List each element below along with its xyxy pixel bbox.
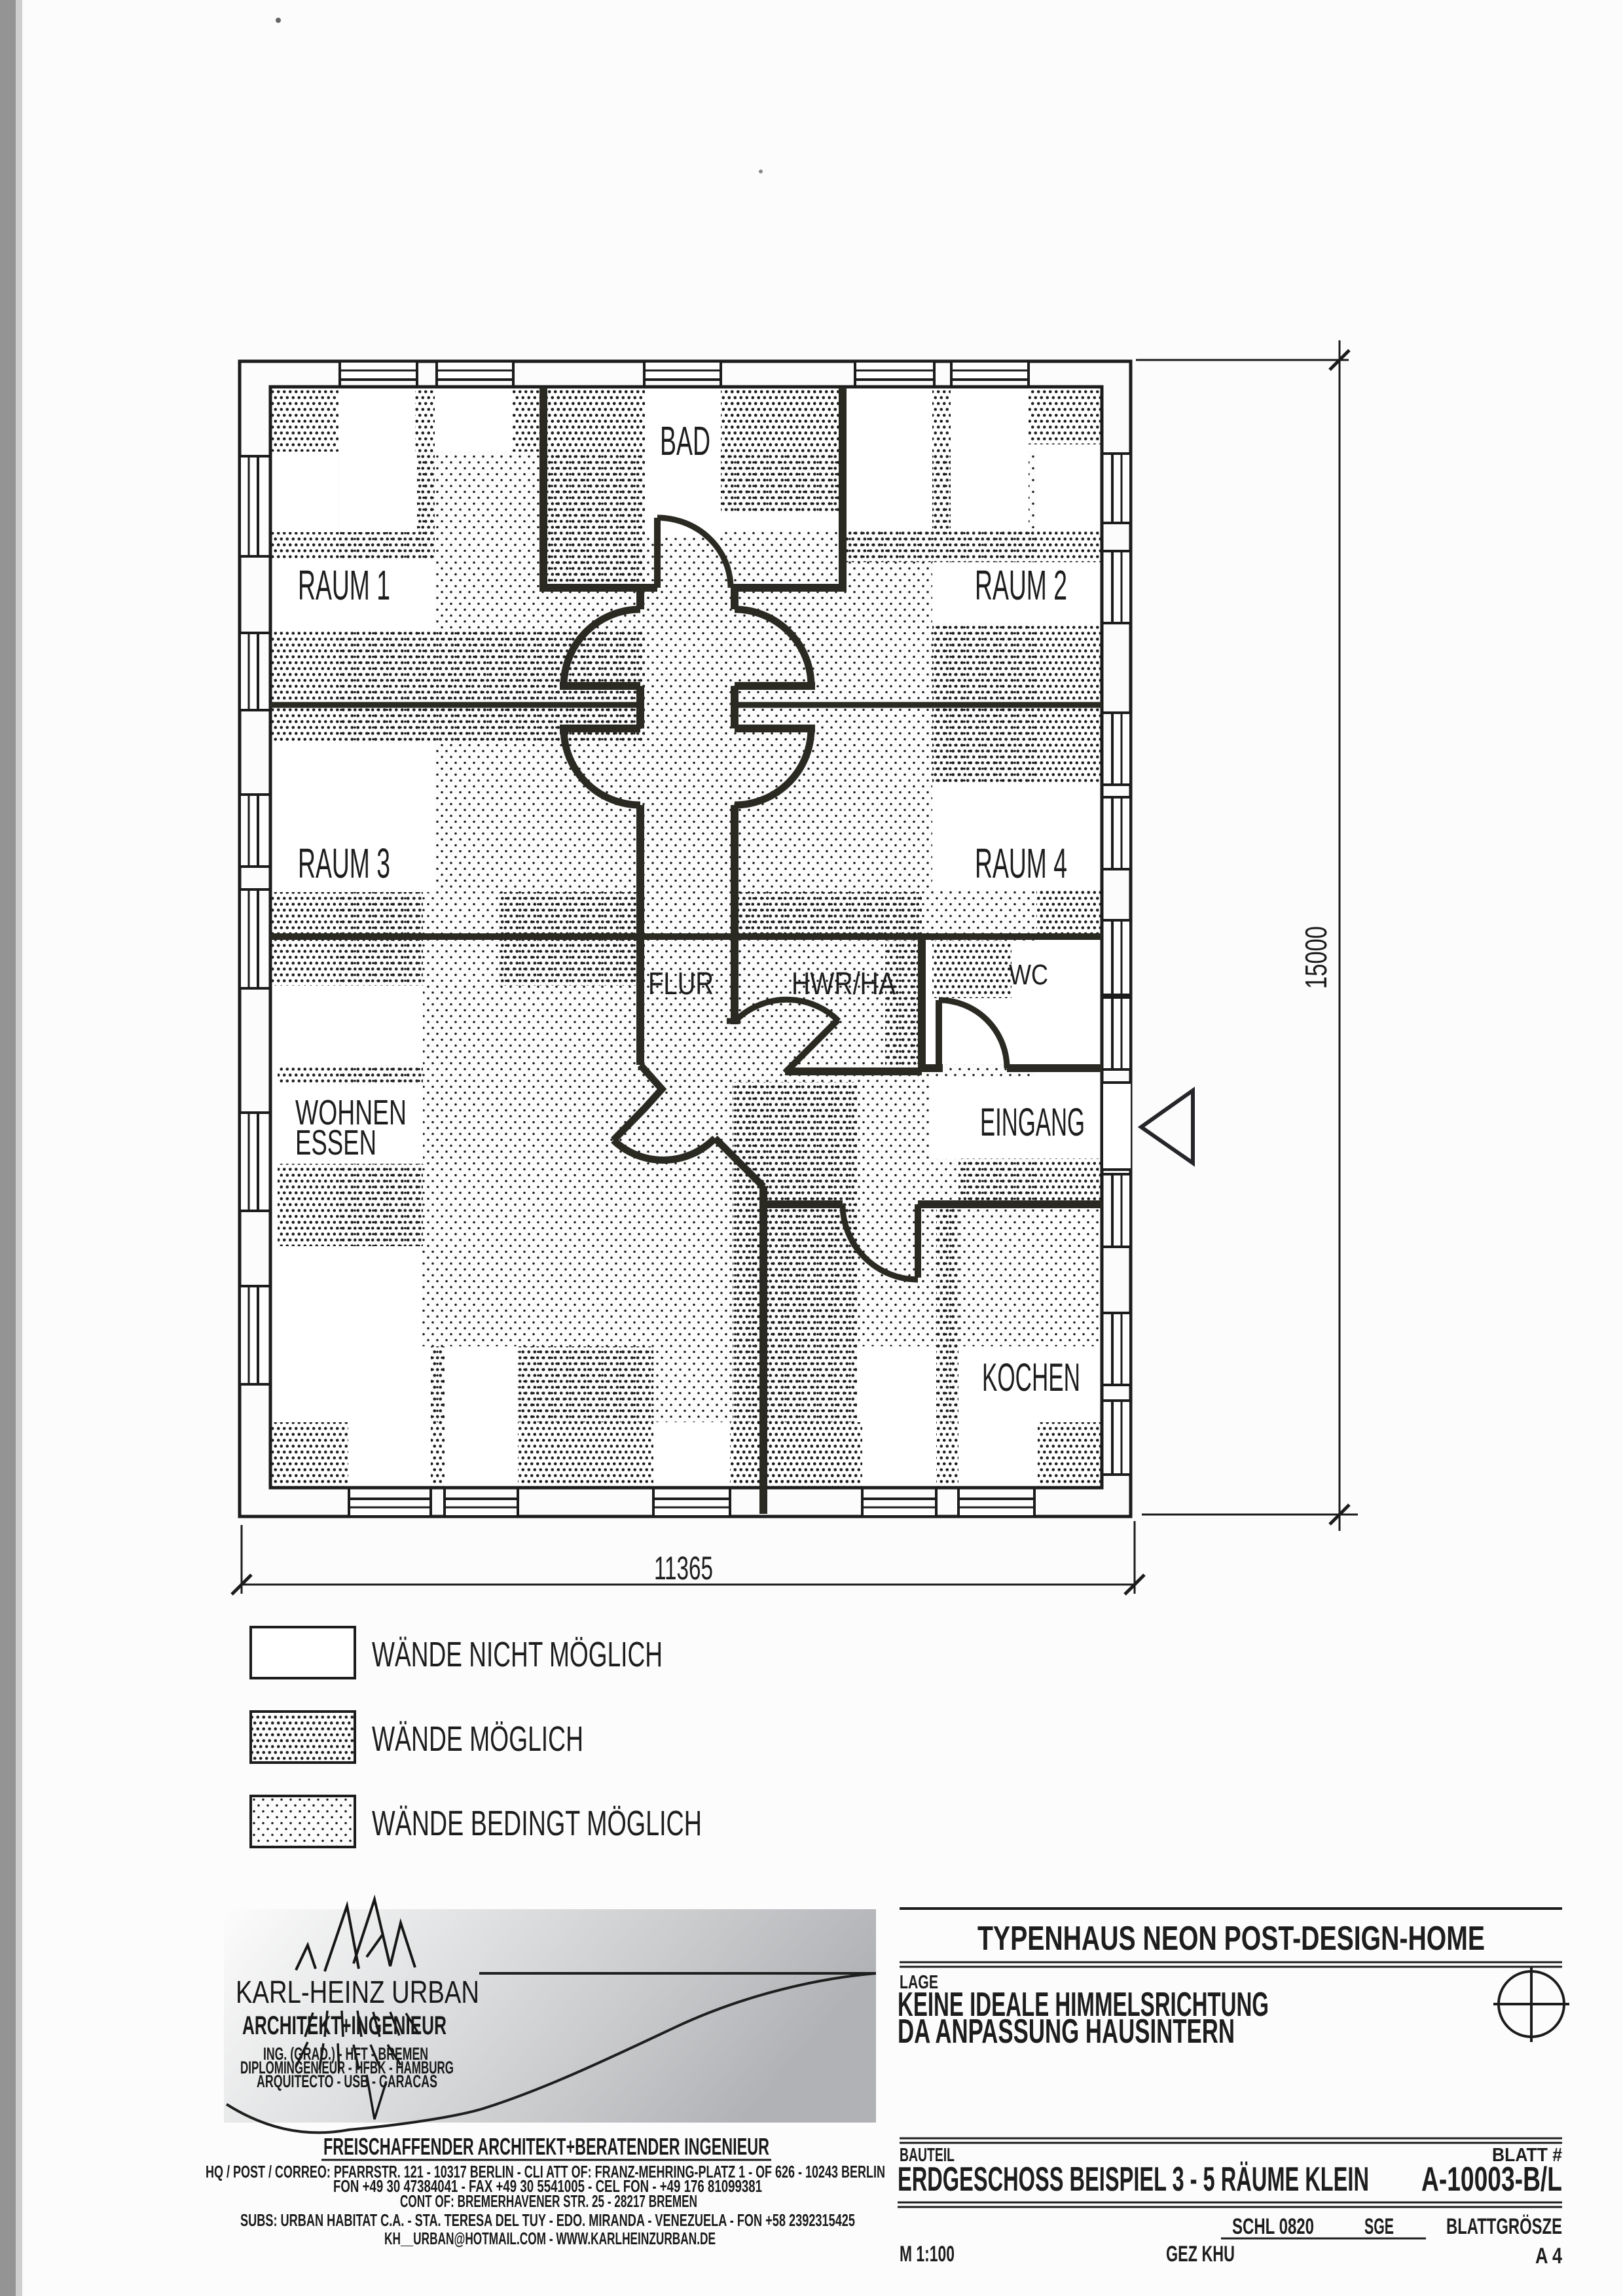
svg-text:RAUM 3: RAUM 3 — [298, 840, 390, 887]
svg-text:11365: 11365 — [654, 1550, 713, 1587]
svg-text:WC: WC — [1009, 959, 1048, 991]
svg-text:RAUM 4: RAUM 4 — [975, 840, 1067, 887]
svg-text:WÄNDE NICHT MÖGLICH: WÄNDE NICHT MÖGLICH — [372, 1635, 663, 1674]
svg-text:KOCHEN: KOCHEN — [982, 1355, 1080, 1399]
svg-text:WÄNDE MÖGLICH: WÄNDE MÖGLICH — [372, 1719, 583, 1759]
svg-text:WÄNDE BEDINGT MÖGLICH: WÄNDE BEDINGT MÖGLICH — [372, 1804, 702, 1843]
svg-text:EINGANG: EINGANG — [980, 1100, 1085, 1144]
svg-text:ERDGESCHOSS BEISPIEL 3 - 5 RÄU: ERDGESCHOSS BEISPIEL 3 - 5 RÄUME KLEIN — [898, 2161, 1369, 2198]
svg-text:ARQUITECTO - USB - CARACAS: ARQUITECTO - USB - CARACAS — [257, 2072, 437, 2091]
svg-text:HQ / POST / CORREO: PFARRSTR.: HQ / POST / CORREO: PFARRSTR. 121 - 1031… — [206, 2162, 885, 2181]
svg-text:BLATTGRÖSZE: BLATTGRÖSZE — [1446, 2214, 1562, 2239]
svg-text:BAUTEIL: BAUTEIL — [900, 2145, 955, 2166]
svg-text:HWR/HA: HWR/HA — [792, 967, 896, 1001]
svg-text:ING. (GRAD.) - HFT - BREMEN: ING. (GRAD.) - HFT - BREMEN — [263, 2044, 428, 2064]
svg-text:RAUM 2: RAUM 2 — [975, 562, 1067, 609]
svg-text:CONT OF: BREMERHAVENER STR. 25: CONT OF: BREMERHAVENER STR. 25 - 28217 B… — [400, 2191, 697, 2211]
svg-text:ARCHITEKT+INGENIEUR: ARCHITEKT+INGENIEUR — [242, 2011, 447, 2040]
svg-text:FON +49 30 47384041 - FAX +49: FON +49 30 47384041 - FAX +49 30 5541005… — [333, 2176, 762, 2196]
svg-text:15000: 15000 — [1299, 926, 1333, 989]
svg-text:DA ANPASSUNG HAUSINTERN: DA ANPASSUNG HAUSINTERN — [898, 2013, 1235, 2051]
svg-text:KEINE IDEALE HIMMELSRICHTUNG: KEINE IDEALE HIMMELSRICHTUNG — [898, 1986, 1269, 2024]
svg-text:KH__URBAN@HOTMAIL.COM - WWW.KA: KH__URBAN@HOTMAIL.COM - WWW.KARLHEINZURB… — [384, 2229, 716, 2248]
svg-text:M 1:100: M 1:100 — [900, 2242, 955, 2267]
svg-text:RAUM 1: RAUM 1 — [298, 562, 390, 609]
svg-text:ESSEN: ESSEN — [295, 1123, 376, 1162]
svg-text:FLUR: FLUR — [648, 967, 714, 1001]
svg-text:SCHL 0820: SCHL 0820 — [1232, 2214, 1314, 2239]
svg-text:A-10003-B/L: A-10003-B/L — [1421, 2161, 1562, 2198]
svg-text:DIPLOMINGENIEUR - HFBK - HAMBU: DIPLOMINGENIEUR - HFBK - HAMBURG — [240, 2058, 454, 2077]
svg-text:A 4: A 4 — [1535, 2244, 1562, 2269]
svg-text:SGE: SGE — [1364, 2214, 1394, 2239]
svg-text:GEZ KHU: GEZ KHU — [1166, 2242, 1235, 2267]
svg-text:LAGE: LAGE — [900, 1972, 938, 1993]
svg-text:BLATT #: BLATT # — [1492, 2145, 1562, 2166]
svg-text:FREISCHAFFENDER ARCHITEKT+BERA: FREISCHAFFENDER ARCHITEKT+BERATENDER ING… — [323, 2133, 769, 2160]
svg-text:WOHNEN: WOHNEN — [295, 1093, 407, 1132]
svg-text:KARL-HEINZ URBAN: KARL-HEINZ URBAN — [236, 1975, 479, 2010]
svg-text:SUBS: URBAN HABITAT C.A. - STA: SUBS: URBAN HABITAT C.A. - STA. TERESA D… — [240, 2210, 855, 2230]
svg-text:TYPENHAUS NEON POST-DESIGN-HOM: TYPENHAUS NEON POST-DESIGN-HOME — [977, 1920, 1485, 1958]
svg-text:BAD: BAD — [660, 419, 710, 464]
